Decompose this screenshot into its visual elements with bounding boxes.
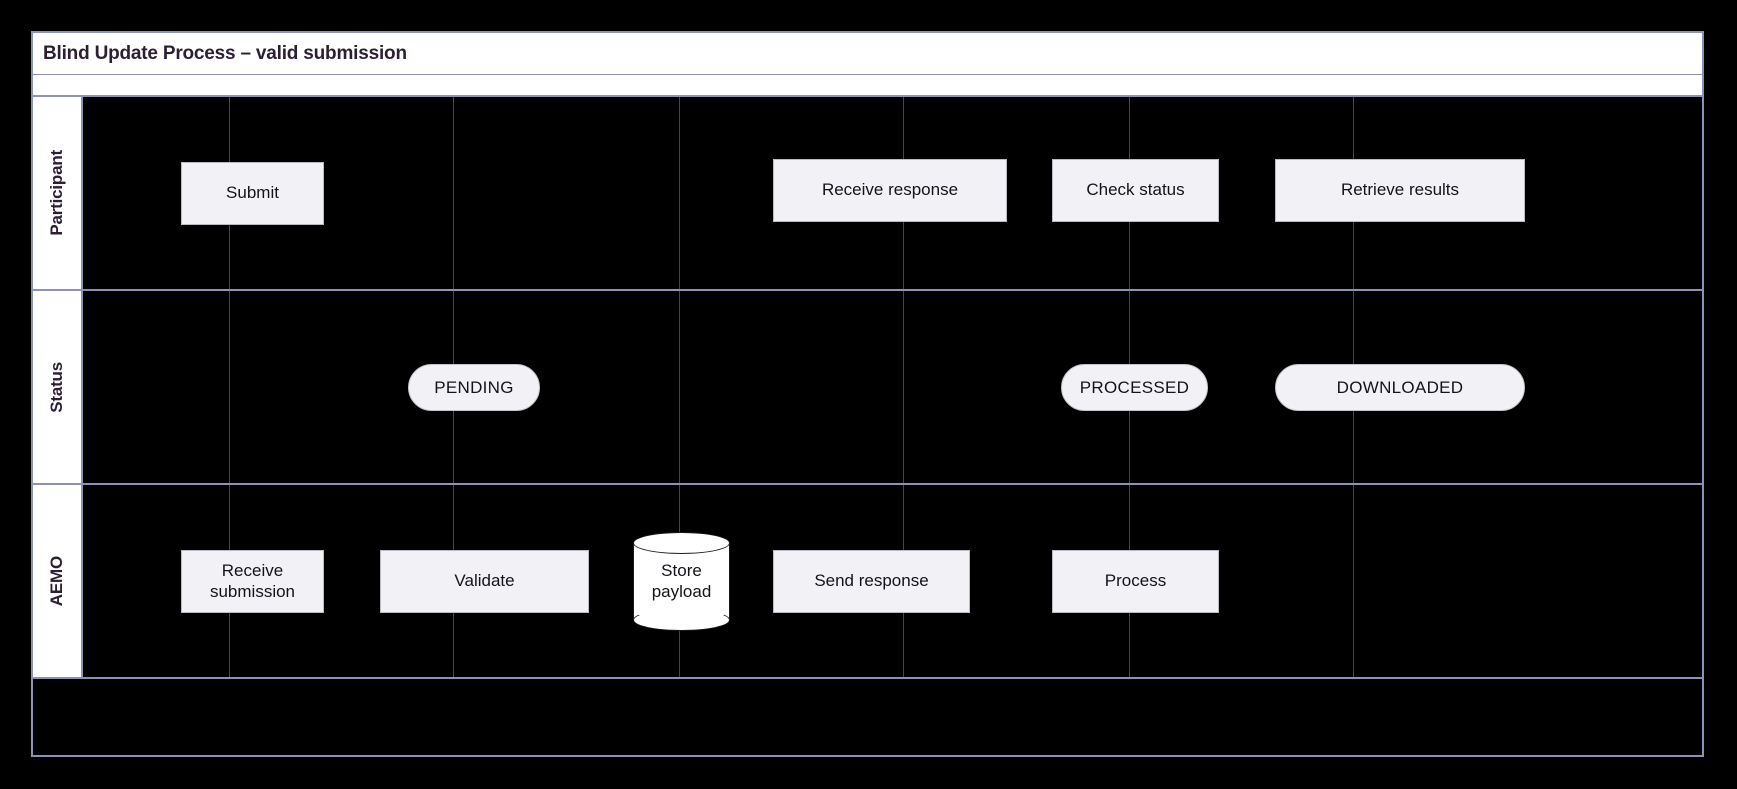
node-status-pending-label: PENDING <box>434 377 514 397</box>
node-send-response-label: Send response <box>814 571 929 591</box>
column-separator <box>679 291 680 483</box>
node-status-downloaded-label: DOWNLOADED <box>1336 377 1464 397</box>
column-separator <box>1353 485 1354 677</box>
lane-label-status-text: Status <box>47 361 66 413</box>
lane-label-aemo: AEMO <box>33 485 83 677</box>
lane-aemo: AEMO Receive submission Validate Store p… <box>33 485 1702 679</box>
node-status-pending[interactable]: PENDING <box>408 364 540 411</box>
node-check-status-label: Check status <box>1086 180 1185 200</box>
node-status-processed[interactable]: PROCESSED <box>1061 364 1208 411</box>
column-separator <box>679 97 680 289</box>
lane-label-participant: Participant <box>33 97 83 289</box>
datastore-top-ellipse <box>633 532 730 554</box>
node-receive-response[interactable]: Receive response <box>773 159 1007 222</box>
diagram-title-band: Blind Update Process – valid submission <box>33 33 1702 75</box>
lane-body-participant: Submit Receive response Check status Ret… <box>83 97 1702 289</box>
datastore-bottom-ellipse <box>633 609 730 631</box>
column-separator <box>453 97 454 289</box>
node-receive-response-label: Receive response <box>821 180 959 200</box>
node-store-payload-label: Store payload <box>651 560 712 601</box>
lane-participant: Participant Submit Receive response Chec… <box>33 97 1702 291</box>
node-status-downloaded[interactable]: DOWNLOADED <box>1275 364 1525 411</box>
node-receive-submission-label: Receive submission <box>209 560 296 601</box>
lane-body-status: PENDING PROCESSED DOWNLOADED <box>83 291 1702 483</box>
column-separator <box>229 291 230 483</box>
node-retrieve-results[interactable]: Retrieve results <box>1275 159 1525 222</box>
node-process[interactable]: Process <box>1052 550 1219 613</box>
node-validate-label: Validate <box>454 571 515 591</box>
column-separator <box>903 291 904 483</box>
lane-label-status: Status <box>33 291 83 483</box>
page-title: Blind Update Process – valid submission <box>43 42 407 64</box>
node-submit-label: Submit <box>226 183 279 203</box>
node-retrieve-results-label: Retrieve results <box>1340 180 1460 200</box>
diagram-header-strip <box>33 75 1702 97</box>
node-check-status[interactable]: Check status <box>1052 159 1219 222</box>
node-validate[interactable]: Validate <box>380 550 589 613</box>
node-process-label: Process <box>1104 571 1167 591</box>
lane-label-aemo-text: AEMO <box>47 555 66 607</box>
node-receive-submission[interactable]: Receive submission <box>181 550 324 613</box>
datastore-body <box>633 543 730 620</box>
node-submit[interactable]: Submit <box>181 162 324 225</box>
lane-status: Status PENDING PROCESSED DOWNLOADED <box>33 291 1702 485</box>
diagram-frame <box>31 31 1704 757</box>
lane-label-participant-text: Participant <box>47 150 66 236</box>
node-store-payload[interactable]: Store payload <box>633 532 730 631</box>
node-status-processed-label: PROCESSED <box>1079 377 1190 397</box>
lane-body-aemo: Receive submission Validate Store payloa… <box>83 485 1702 677</box>
node-send-response[interactable]: Send response <box>773 550 970 613</box>
